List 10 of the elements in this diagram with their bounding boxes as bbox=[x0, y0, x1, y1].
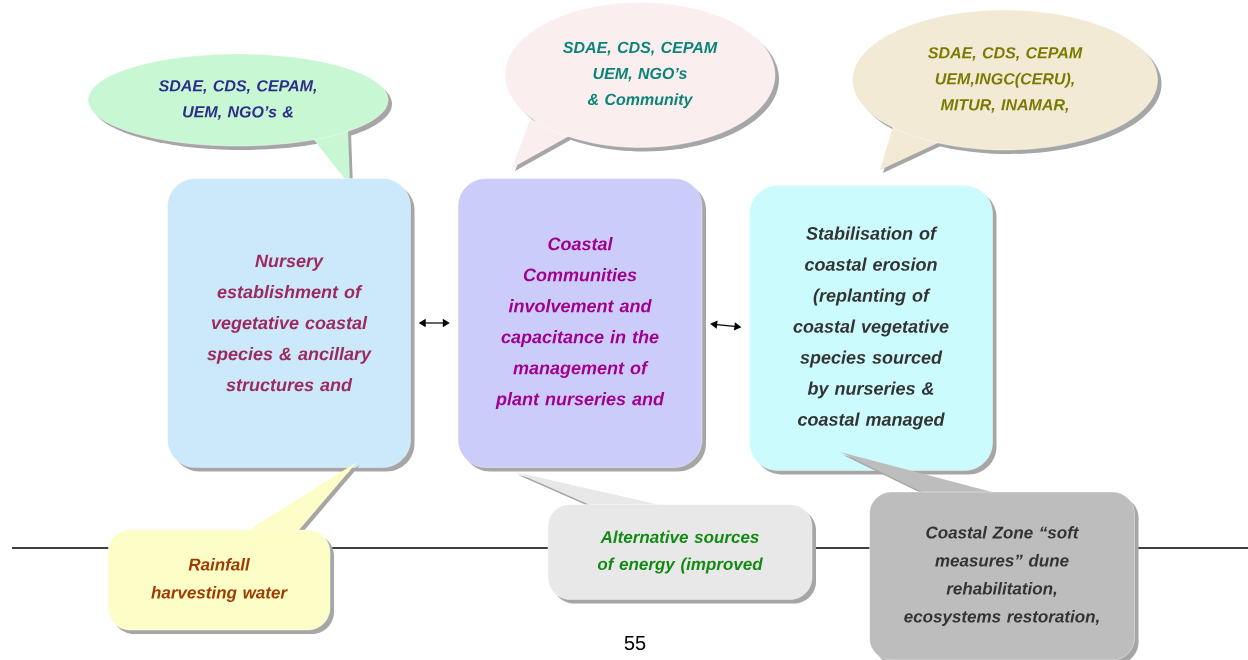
rounded-box: Nursery establishment of vegetative coastal species & ancillary structures and bbox=[167, 178, 415, 472]
callout-box: Alternative sources of energy (improved bbox=[515, 472, 816, 604]
speech-bubble: SDAE, CDS, CEPAM UEM, NGO’s & Community bbox=[504, 2, 779, 171]
callout-box: Coastal Zone “soft measures” dune rehabilitation, ecosystems restoration, bbox=[840, 452, 1139, 660]
callout-box: Rainfall harvesting water bbox=[107, 462, 360, 634]
page-number: 55 bbox=[624, 636, 646, 650]
speech-bubble: SDAE, CDS, CEPAM, UEM, NGO’s & bbox=[87, 53, 392, 188]
speech-bubble: SDAE, CDS, CEPAM UEM,INGC(CERU), MITUR, INAMAR, bbox=[852, 9, 1162, 173]
rounded-box: Coastal Communities involvement and capacitance in the management of plant nurseries and bbox=[457, 178, 706, 472]
rounded-box: Stabilisation of coastal erosion (replanting of coastal vegetative species sourced by nurseries & coastal managed bbox=[749, 185, 997, 475]
